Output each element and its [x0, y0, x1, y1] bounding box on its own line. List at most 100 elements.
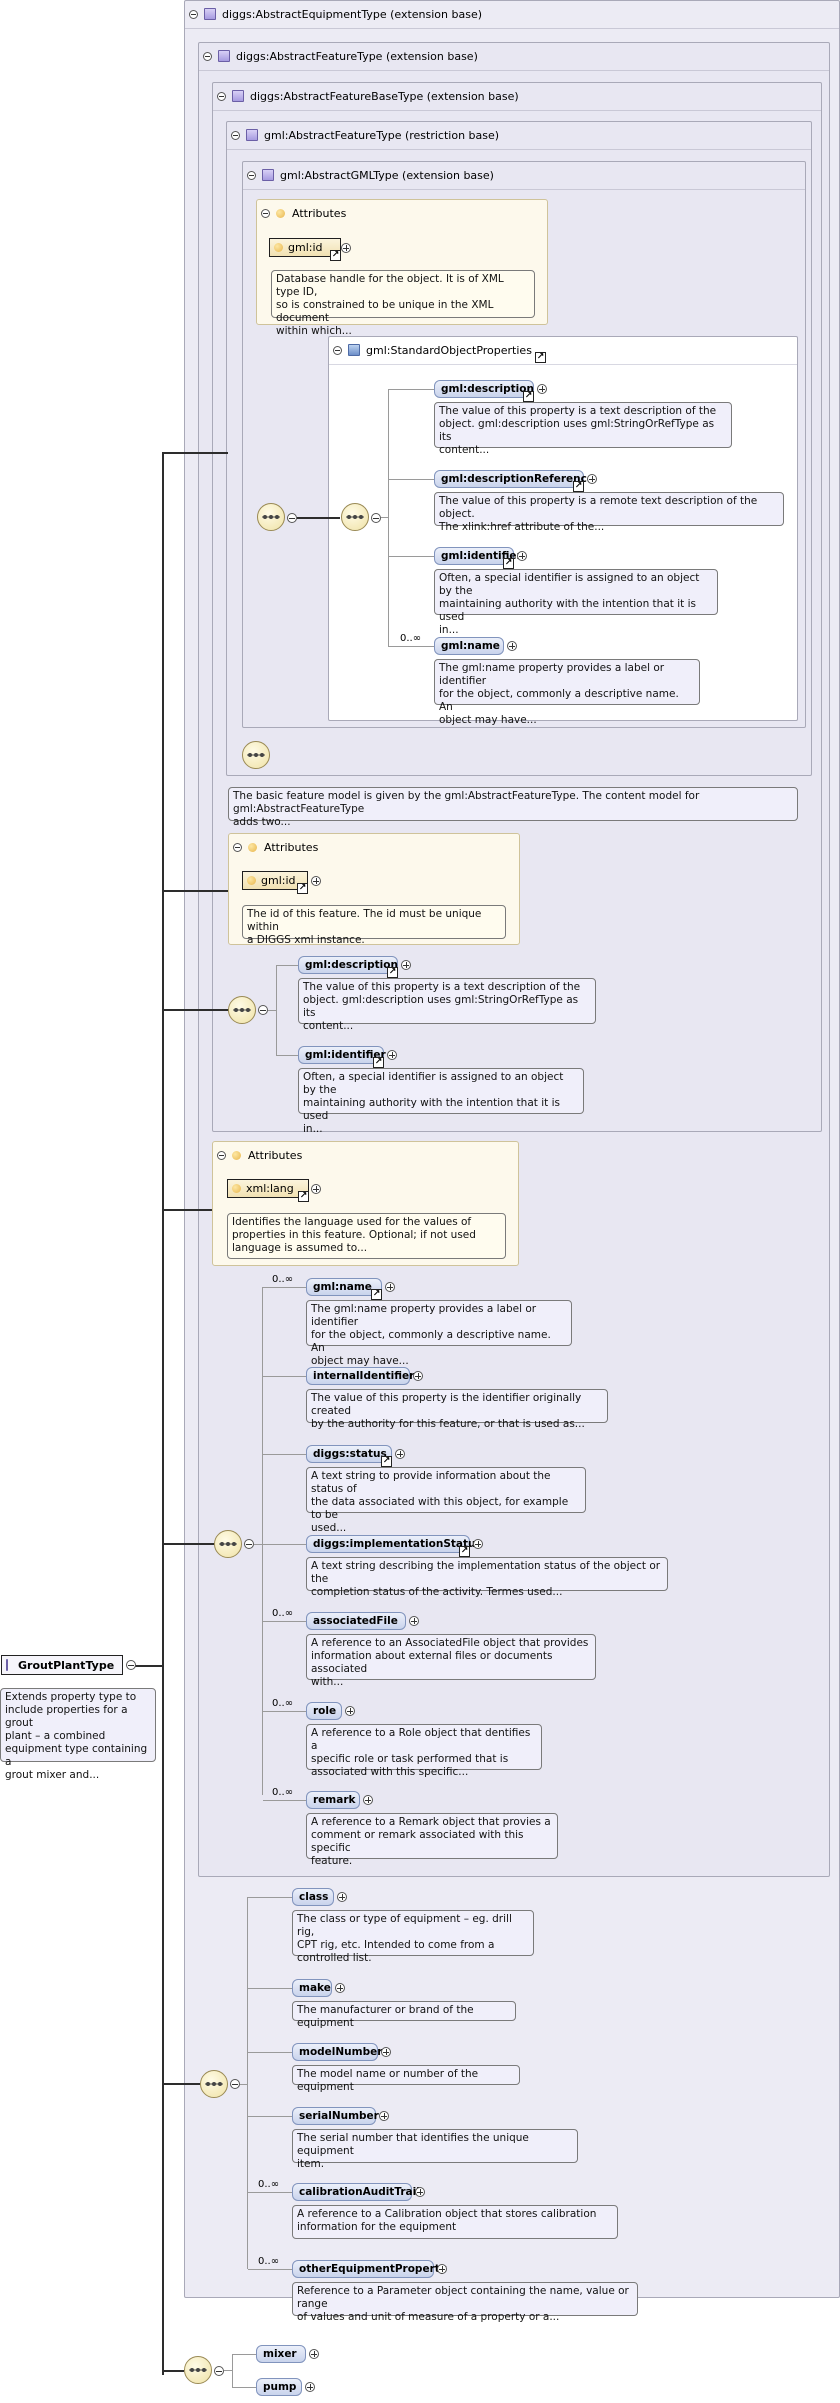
element-name: gml:description [305, 959, 398, 971]
root-element-name: GroutPlantType [18, 1658, 115, 1672]
collapse-toggle[interactable] [333, 345, 342, 355]
complex-type-icon [218, 50, 230, 62]
reference-arrow-icon[interactable]: ↗ [573, 481, 584, 492]
expand-icon[interactable] [413, 1371, 423, 1381]
element-gml-identifier[interactable]: gml:identifier [298, 1046, 386, 1064]
expand-icon[interactable] [537, 384, 547, 394]
expand-icon[interactable] [335, 1983, 345, 1993]
collapse-toggle[interactable] [231, 130, 240, 140]
element-diggs-implementationstatus[interactable]: diggs:implementationStatus [306, 1535, 482, 1553]
element-calibrationaudittrail[interactable]: calibrationAuditTrail [292, 2183, 420, 2201]
element-gml-description[interactable]: gml:description [434, 380, 534, 398]
collapse-toggle[interactable] [189, 9, 198, 19]
collapse-icon[interactable] [244, 1539, 254, 1549]
element-serialnumber[interactable]: serialNumber [292, 2107, 379, 2125]
reference-arrow-icon[interactable]: ↗ [371, 1289, 382, 1300]
collapse-toggle[interactable] [217, 91, 226, 101]
expand-icon[interactable] [587, 474, 597, 484]
expand-icon[interactable] [415, 2187, 425, 2197]
collapse-icon[interactable] [214, 2366, 224, 2376]
reference-arrow-icon[interactable]: ↗ [330, 250, 341, 261]
element-modelnumber[interactable]: modelNumber [292, 2043, 382, 2061]
expand-icon[interactable] [507, 641, 517, 651]
sequence-compositor[interactable] [242, 741, 270, 769]
collapse-toggle[interactable] [247, 170, 256, 180]
element-associatedfile[interactable]: associatedFile [306, 1612, 406, 1630]
reference-arrow-icon[interactable]: ↗ [297, 883, 308, 894]
element-doc: A reference to a Calibration object that… [292, 2205, 618, 2239]
element-gml-name[interactable]: gml:name [306, 1278, 382, 1296]
complex-type-icon [204, 8, 216, 20]
element-pump[interactable]: pump [256, 2378, 302, 2396]
connector [162, 1543, 214, 1545]
sequence-compositor[interactable] [214, 1530, 242, 1558]
element-name: gml:description [441, 383, 534, 395]
expand-icon[interactable] [363, 1795, 373, 1805]
attribute-doc: Database handle for the object. It is of… [271, 270, 535, 337]
sequence-compositor[interactable] [200, 2070, 228, 2098]
expand-icon[interactable] [311, 1184, 321, 1194]
reference-arrow-icon[interactable]: ↗ [459, 1546, 470, 1557]
attribute-gml-id[interactable]: gml:id [242, 871, 308, 890]
sequence-icon [262, 515, 280, 519]
expand-icon[interactable] [409, 1616, 419, 1626]
attribute-gml-id[interactable]: gml:id [269, 238, 341, 257]
element-diggs-status[interactable]: diggs:status [306, 1445, 392, 1463]
expand-icon[interactable] [381, 2047, 391, 2057]
expand-icon[interactable] [401, 960, 411, 970]
collapse-toggle[interactable] [261, 208, 270, 218]
expand-icon[interactable] [341, 243, 351, 253]
sequence-compositor[interactable] [257, 503, 285, 531]
element-doc: Often, a special identifier is assigned … [434, 569, 718, 636]
element-otherequipmentproperty[interactable]: otherEquipmentProperty [292, 2260, 447, 2278]
expand-icon[interactable] [385, 1282, 395, 1292]
reference-arrow-icon[interactable]: ↗ [373, 1057, 384, 1068]
expand-icon[interactable] [311, 876, 321, 886]
expand-icon[interactable] [437, 2264, 447, 2274]
element-gml-identifier[interactable]: gml:identifier [434, 547, 522, 565]
connector [263, 1800, 306, 1801]
sequence-compositor[interactable] [184, 2356, 212, 2384]
expand-icon[interactable] [305, 2382, 315, 2392]
reference-arrow-icon[interactable]: ↗ [523, 391, 534, 402]
connector [263, 1621, 306, 1622]
expand-icon[interactable] [387, 1050, 397, 1060]
root-element-box[interactable]: GroutPlantType [1, 1655, 123, 1675]
expand-icon[interactable] [337, 1892, 347, 1902]
reference-arrow-icon[interactable]: ↗ [535, 352, 546, 363]
attributes-icon [232, 1150, 241, 1160]
element-gml-descriptionreference[interactable]: gml:descriptionReference [434, 470, 594, 488]
collapse-icon[interactable] [287, 513, 297, 523]
element-name: mixer [263, 2348, 297, 2360]
connector [268, 1010, 276, 1011]
expand-icon[interactable] [395, 1449, 405, 1459]
sequence-compositor[interactable] [228, 996, 256, 1024]
element-gml-description[interactable]: gml:description [298, 956, 398, 974]
sequence-compositor[interactable] [341, 503, 369, 531]
element-make[interactable]: make [292, 1979, 332, 1997]
element-mixer[interactable]: mixer [256, 2345, 306, 2363]
collapse-icon[interactable] [371, 513, 381, 523]
reference-arrow-icon[interactable]: ↗ [298, 1191, 309, 1202]
reference-arrow-icon[interactable]: ↗ [503, 558, 514, 569]
expand-icon[interactable] [379, 2111, 389, 2121]
collapse-icon[interactable] [230, 2079, 240, 2089]
collapse-toggle[interactable] [233, 842, 242, 852]
collapse-icon[interactable] [258, 1005, 268, 1015]
reference-arrow-icon[interactable]: ↗ [381, 1456, 392, 1467]
collapse-icon[interactable] [126, 1660, 136, 1670]
element-remark[interactable]: remark [306, 1791, 360, 1809]
expand-icon[interactable] [345, 1706, 355, 1716]
collapse-toggle[interactable] [217, 1150, 226, 1160]
element-class[interactable]: class [292, 1888, 334, 1906]
expand-icon[interactable] [473, 1539, 483, 1549]
element-internalidentifier[interactable]: internalIdentifier [306, 1367, 414, 1385]
attribute-xml-lang[interactable]: xml:lang [227, 1179, 309, 1198]
element-role[interactable]: role [306, 1702, 342, 1720]
collapse-toggle[interactable] [203, 51, 212, 61]
expand-icon[interactable] [517, 551, 527, 561]
element-gml-name[interactable]: gml:name [434, 637, 504, 655]
expand-icon[interactable] [309, 2349, 319, 2359]
reference-arrow-icon[interactable]: ↗ [387, 967, 398, 978]
multiplicity-label: 0..∞ [272, 1698, 294, 1709]
